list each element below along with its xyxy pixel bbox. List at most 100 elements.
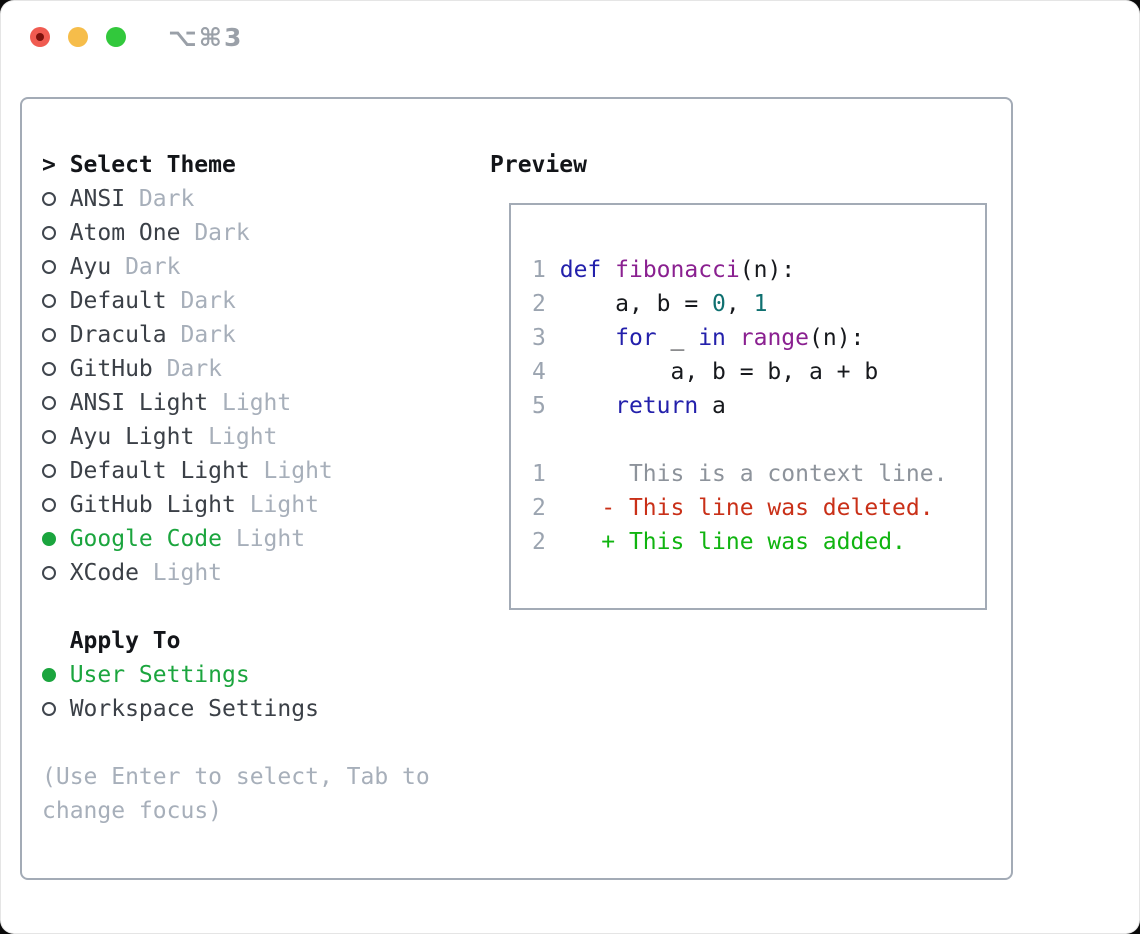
code-token: + This line was added. [545, 529, 906, 555]
code-token: range [739, 325, 810, 351]
radio-icon [42, 284, 70, 318]
marker-gutter [42, 624, 70, 658]
apply-option-workspace-settings[interactable]: Workspace Settings [42, 692, 482, 726]
variant-label: Dark [194, 220, 250, 246]
code-token [601, 257, 615, 283]
code-token: (n): [809, 325, 865, 351]
code-token: a [698, 393, 726, 419]
radio-selected-icon [42, 522, 70, 556]
option-label: Ayu [69, 254, 112, 280]
option-label: Default Light [69, 458, 250, 484]
code-line: 1 def fibonacci(n): [532, 253, 985, 287]
focus-caret-icon: > [42, 152, 56, 178]
code-token: _ [656, 325, 699, 351]
zoom-button[interactable] [106, 27, 126, 47]
code-line: 5 return a [532, 389, 985, 423]
spacer [42, 726, 482, 760]
radio-icon [42, 488, 70, 522]
apply-option-user-settings[interactable]: User Settings [42, 658, 482, 692]
line-number: 1 [532, 257, 546, 283]
theme-option-ayu[interactable]: Ayu Dark [42, 250, 482, 284]
variant-label: Light [222, 390, 292, 416]
theme-option-default-light[interactable]: Default Light Light [42, 454, 482, 488]
code-token: , [725, 291, 754, 317]
variant-label: Dark [180, 288, 236, 314]
code-token [546, 257, 560, 283]
code-token: a, b = b, a + b [545, 359, 879, 385]
variant-label: Light [235, 526, 306, 552]
code-token [546, 325, 615, 351]
code-token: 1 [753, 291, 768, 317]
radio-icon [42, 692, 70, 726]
radio-icon [42, 454, 70, 488]
option-label: Atom One [69, 220, 181, 246]
code-token: - This line was deleted. [545, 495, 934, 521]
radio-icon [42, 318, 70, 352]
variant-label: Light [152, 560, 223, 586]
apply-to-header: Apply To [42, 624, 482, 658]
code-line [532, 423, 985, 457]
variant-label: Dark [138, 186, 195, 212]
radio-icon [42, 420, 70, 454]
code-token: return [615, 393, 699, 419]
option-label: Google Code [69, 526, 223, 552]
theme-option-default[interactable]: Default Dark [42, 284, 482, 318]
radio-icon [42, 216, 70, 250]
option-label: Workspace Settings [69, 696, 319, 722]
theme-option-ansi[interactable]: ANSI Dark [42, 182, 482, 216]
code-token: (n): [739, 257, 796, 283]
variant-label: Dark [180, 322, 236, 348]
radio-icon [42, 556, 70, 590]
radio-icon [42, 386, 70, 420]
option-label: ANSI Light [69, 390, 209, 416]
variant-label: Light [263, 458, 333, 484]
code-line: 1 This is a context line. [532, 457, 985, 491]
code-token: This is a context line. [545, 461, 948, 487]
option-label: GitHub Light [69, 492, 236, 518]
close-button[interactable] [30, 27, 50, 47]
radio-selected-icon [42, 658, 70, 692]
option-label: Ayu Light [69, 424, 195, 450]
line-number: 2 [532, 529, 546, 555]
code-line: 4 a, b = b, a + b [532, 355, 985, 389]
preview-title: Preview [490, 152, 587, 178]
option-label: User Settings [69, 662, 250, 688]
option-label: ANSI [69, 186, 126, 212]
theme-option-google-code[interactable]: Google Code Light [42, 522, 482, 556]
select-theme-header: > Select Theme [42, 148, 482, 182]
close-modified-dot-icon [36, 33, 44, 41]
minimize-button[interactable] [68, 27, 88, 47]
radio-icon [42, 352, 70, 386]
theme-option-atom-one[interactable]: Atom One Dark [42, 216, 482, 250]
select-theme-title: Select Theme [69, 152, 236, 178]
code-line: 2 a, b = 0, 1 [532, 287, 985, 321]
variant-label: Light [249, 492, 319, 518]
spacer [42, 590, 482, 624]
code-token: for [615, 325, 657, 351]
theme-option-ansi-light[interactable]: ANSI Light Light [42, 386, 482, 420]
code-token: a, b = [545, 291, 713, 317]
variant-label: Dark [125, 254, 181, 280]
line-number: 1 [532, 461, 546, 487]
option-label: Default [69, 288, 167, 314]
window-shortcut-label: ⌥⌘3 [168, 23, 244, 52]
radio-icon [42, 250, 70, 284]
code-token: in [698, 325, 726, 351]
code-token: fibonacci [615, 257, 740, 283]
title-bar: ⌥⌘3 [0, 0, 1140, 74]
code-token: def [559, 257, 602, 283]
apply-to-title: Apply To [69, 628, 181, 654]
theme-option-github-light[interactable]: GitHub Light Light [42, 488, 482, 522]
variant-label: Dark [166, 356, 223, 382]
code-token [546, 393, 615, 419]
